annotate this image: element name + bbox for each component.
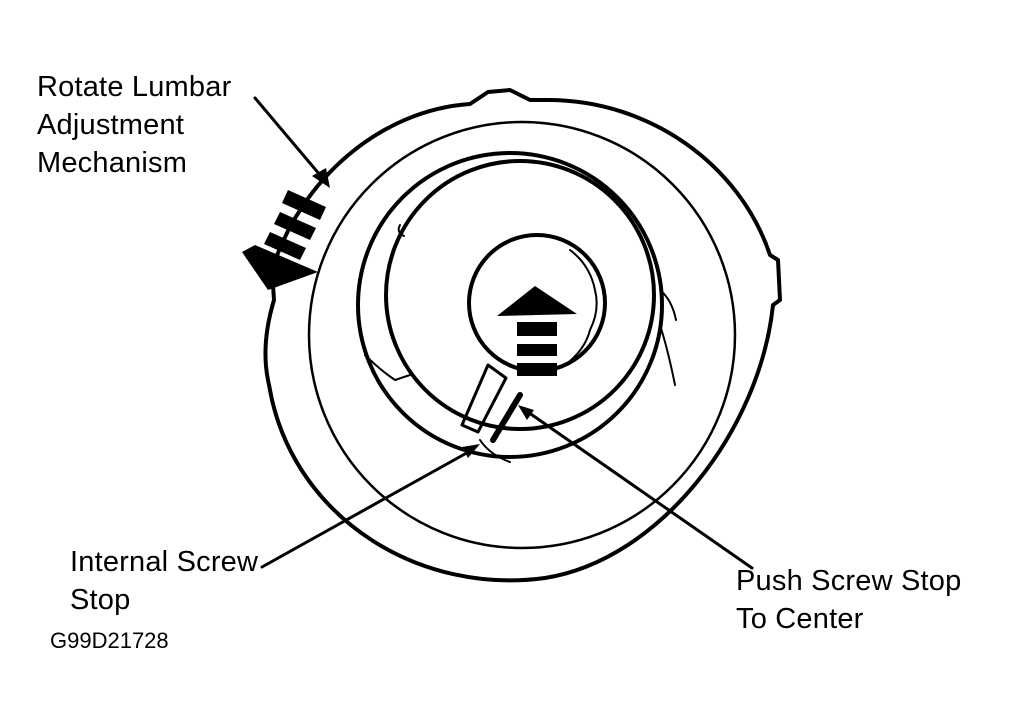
outer-housing bbox=[263, 88, 782, 583]
rotate-leader-arrowhead bbox=[312, 168, 330, 188]
rotate-lumbar-label: Rotate Lumbar Adjustment Mechanism bbox=[37, 71, 232, 179]
figure-id: G99D21728 bbox=[50, 628, 169, 653]
push-screw-stop bbox=[490, 392, 523, 443]
rotation-arrow-icon bbox=[242, 190, 326, 290]
push-screw-stop-label: Push Screw Stop To Center bbox=[736, 565, 962, 635]
push-stop-arrowhead bbox=[518, 405, 534, 420]
internal-screw-stop bbox=[460, 363, 508, 434]
internal-screw-stop-label: Internal Screw Stop bbox=[70, 546, 259, 616]
push-center-arrow-icon bbox=[497, 286, 577, 376]
rotate-leader bbox=[253, 96, 322, 177]
inner-ring bbox=[307, 120, 737, 550]
internal-stop-leader bbox=[260, 448, 474, 569]
middle-ring bbox=[356, 151, 664, 459]
inner-thick-ring bbox=[384, 159, 656, 431]
push-stop-leader bbox=[523, 408, 754, 570]
internal-stop-arrowhead bbox=[462, 444, 480, 458]
